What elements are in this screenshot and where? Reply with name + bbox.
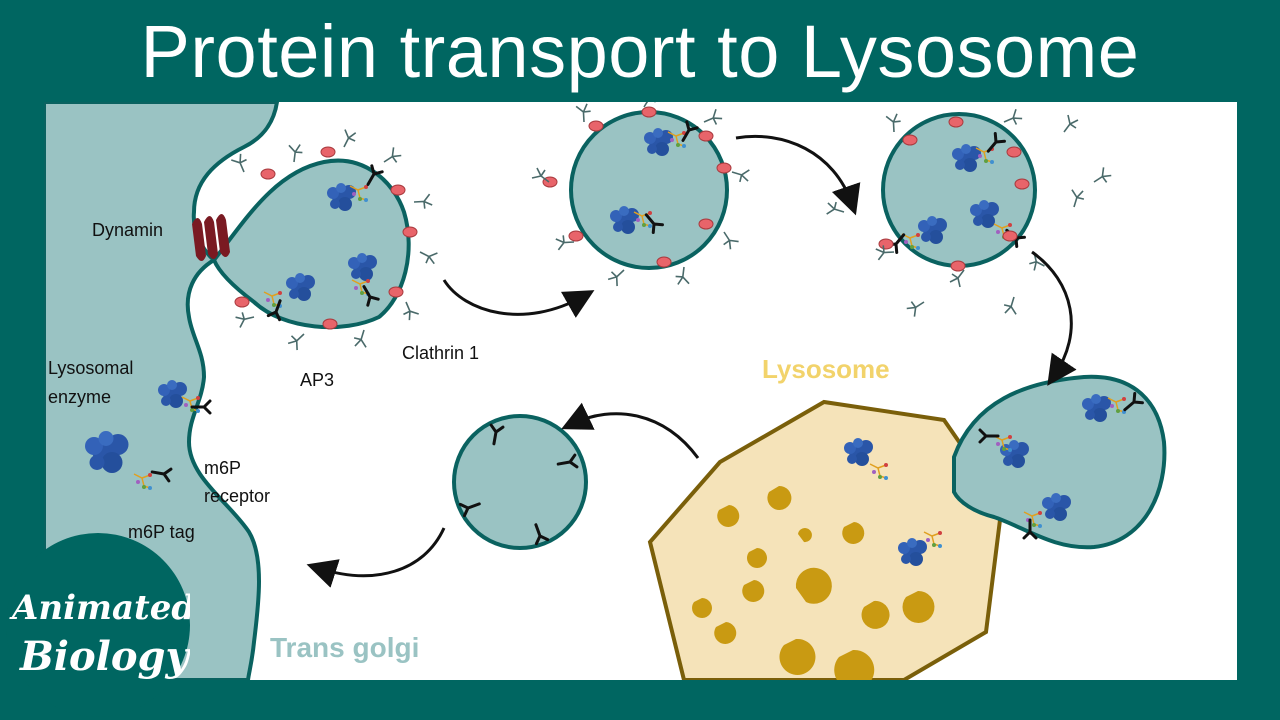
logo-badge	[6, 533, 190, 717]
m6p-receptor-label-line1: m6P	[204, 458, 242, 478]
diagram-panel: Dynamin Clathrin 1 AP3 Lysosomal enzyme …	[44, 102, 1237, 680]
lysosome-label: Lysosome	[762, 354, 890, 384]
lysosome	[647, 399, 1005, 680]
logo: Animated Biology	[0, 533, 190, 720]
logo-line2: Biology	[20, 633, 189, 680]
fusing-vesicle	[952, 374, 1167, 550]
arrow-3	[1031, 250, 1077, 386]
trans-golgi-label: Trans golgi	[270, 632, 420, 663]
logo-line1: Animated	[12, 588, 190, 628]
diagram-canvas	[44, 102, 1167, 680]
arrow-5	[306, 527, 446, 588]
hydrolases	[692, 485, 935, 680]
page-title: Protein transport to Lysosome	[140, 10, 1140, 93]
arrow-4	[561, 402, 700, 459]
ap3-label: AP3	[300, 370, 335, 390]
recycling-vesicle	[452, 414, 588, 550]
lysosomal-enzyme-label-line1: Lysosomal	[48, 358, 134, 378]
m6p-receptor-label-line2: receptor	[204, 486, 271, 506]
clathrin-label: Clathrin 1	[402, 343, 480, 363]
arrow-1	[442, 279, 595, 318]
dynamin-icon	[192, 214, 230, 261]
m6p-tag-label: m6P tag	[128, 522, 195, 542]
dynamin-label: Dynamin	[92, 220, 164, 240]
arrows	[306, 134, 1077, 588]
arrow-2	[735, 134, 861, 216]
lysosomal-enzyme-label-line2: enzyme	[48, 387, 112, 407]
